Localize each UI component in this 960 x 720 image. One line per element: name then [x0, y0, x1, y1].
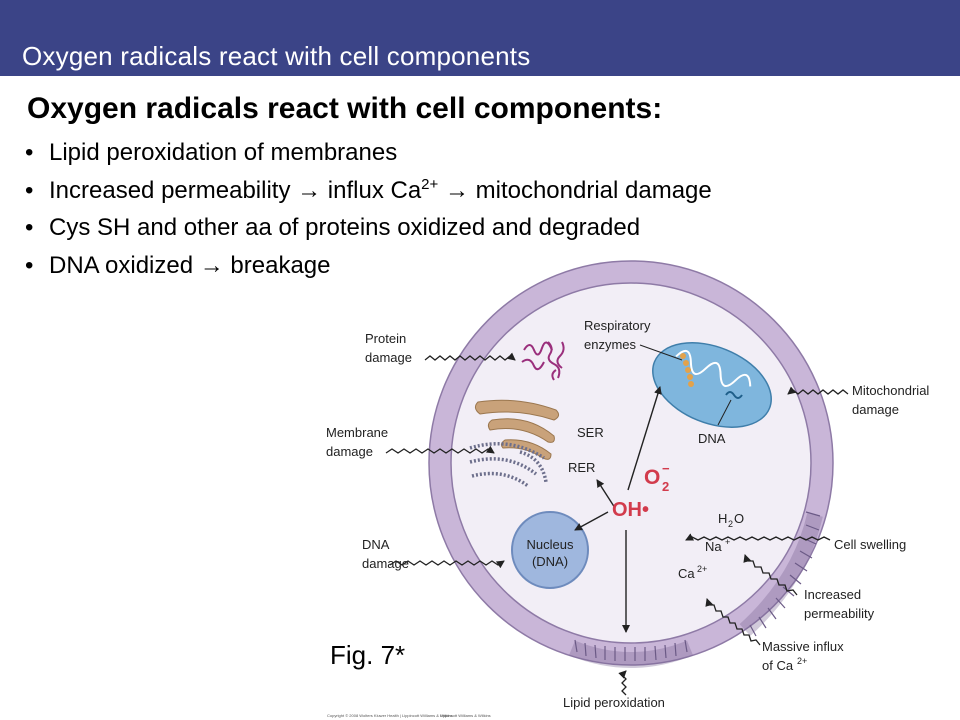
slide-title: Oxygen radicals react with cell componen…: [22, 41, 531, 71]
svg-text:Ca: Ca: [678, 566, 695, 581]
label-ca: Ca 2+: [678, 564, 707, 581]
svg-text:+: +: [725, 537, 730, 547]
mito-dna-pointer: [717, 399, 732, 426]
label-respiratory-enzymes-2: enzymes: [584, 337, 637, 352]
bullet-list: •Lipid peroxidation of membranes •Increa…: [25, 137, 712, 287]
svg-text:2: 2: [662, 479, 669, 494]
label-h2o: H 2 O: [718, 511, 744, 529]
bullet-item: •DNA oxidized → breakage: [25, 251, 331, 279]
label-protein-damage-2: damage: [365, 350, 412, 365]
label-mitochondrial-damage-2: damage: [852, 402, 899, 417]
bullet-item: •Increased permeability → influx Ca2+ → …: [25, 175, 712, 204]
radical-arrows: [574, 386, 662, 633]
damaged-membrane-right: [739, 511, 823, 637]
label-lipid-peroxidation: Lipid peroxidation: [563, 695, 665, 710]
label-respiratory-enzymes: Respiratory: [584, 318, 651, 333]
svg-text:Na: Na: [705, 539, 722, 554]
label-rer: RER: [568, 460, 595, 475]
label-mito-dna: DNA: [698, 431, 726, 446]
damaged-membrane-bottom: [568, 639, 694, 668]
nucleus: [511, 511, 589, 589]
label-membrane-damage-2: damage: [326, 444, 373, 459]
label-mitochondrial-damage: Mitochondrial: [852, 383, 929, 398]
label-increased-permeability: Increased: [804, 587, 861, 602]
label-dna-damage: DNA: [362, 537, 390, 552]
label-massive-influx: Massive influx: [762, 639, 844, 654]
figure-label: Fig. 7*: [330, 640, 406, 670]
label-cell-swelling: Cell swelling: [834, 537, 906, 552]
hydroxyl-radical-label: OH•: [612, 499, 649, 521]
superoxide-label: O 2 −: [644, 461, 670, 494]
mitochondrion: [652, 342, 772, 428]
label-protein-damage: Protein: [365, 331, 406, 346]
svg-text:2: 2: [728, 519, 733, 529]
svg-text:O: O: [644, 466, 660, 489]
label-massive-influx-2: of Ca 2+: [762, 656, 807, 673]
label-membrane-damage: Membrane: [326, 425, 388, 440]
content-heading: Oxygen radicals react with cell componen…: [27, 92, 663, 125]
svg-text:of Ca: of Ca: [762, 658, 794, 673]
respiratory-pointer: [639, 344, 683, 361]
label-ser: SER: [577, 425, 604, 440]
damage-arrows: [385, 352, 849, 696]
rough-er: [469, 442, 548, 488]
svg-text:H: H: [718, 511, 727, 526]
label-nucleus: Nucleus: [527, 537, 574, 552]
damaged-proteins: [521, 341, 565, 381]
copyright-notice: Copyright © 2008 Wolters Kluwer Health |…: [327, 713, 453, 718]
bullet-item: •Cys SH and other aa of proteins oxidize…: [25, 214, 641, 241]
copyright-right: Lippincott Williams & Wilkins: [440, 713, 491, 718]
svg-text:O: O: [734, 511, 744, 526]
svg-text:−: −: [662, 461, 670, 476]
label-na: Na +: [705, 537, 730, 554]
title-bar: Oxygen radicals react with cell componen…: [0, 0, 960, 76]
label-dna-damage-2: damage: [362, 556, 409, 571]
bullet-item: •Lipid peroxidation of membranes: [25, 139, 398, 166]
svg-text:2+: 2+: [697, 564, 707, 574]
svg-text:2+: 2+: [797, 656, 807, 666]
label-nucleus-2: (DNA): [532, 554, 568, 569]
label-increased-permeability-2: permeability: [804, 606, 875, 621]
